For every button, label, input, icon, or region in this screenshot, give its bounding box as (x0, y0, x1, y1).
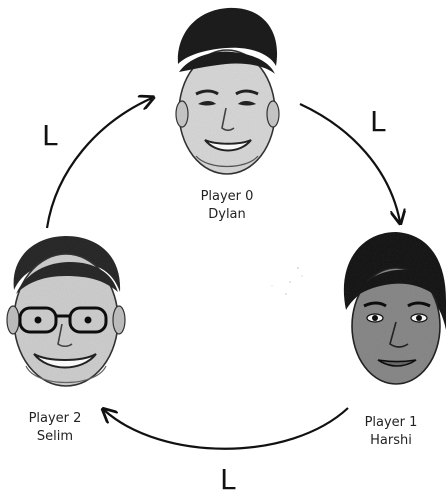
edge-label-left: L (42, 119, 58, 152)
player0-name: Dylan (208, 207, 246, 222)
background-specks (271, 267, 303, 295)
player0-portrait (175, 7, 280, 175)
player1-name: Harshi (370, 433, 412, 448)
player0-label: Player 0 Dylan (182, 188, 272, 224)
edge-label-bottom: L (220, 463, 236, 496)
player1-portrait (343, 232, 446, 385)
player2-name: Selim (36, 429, 74, 444)
player2-label: Player 2 Selim (10, 410, 100, 446)
edge-label-right: L (370, 105, 386, 138)
player1-role: Player 1 (364, 415, 418, 430)
player2-portrait (6, 236, 126, 387)
player2-role: Player 2 (28, 411, 82, 426)
arrow-player0-to-player1 (299, 103, 400, 222)
player1-label: Player 1 Harshi (346, 414, 436, 450)
arrow-player2-to-player0 (45, 98, 152, 229)
arrow-player1-to-player2 (104, 408, 349, 450)
player0-role: Player 0 (200, 189, 254, 204)
